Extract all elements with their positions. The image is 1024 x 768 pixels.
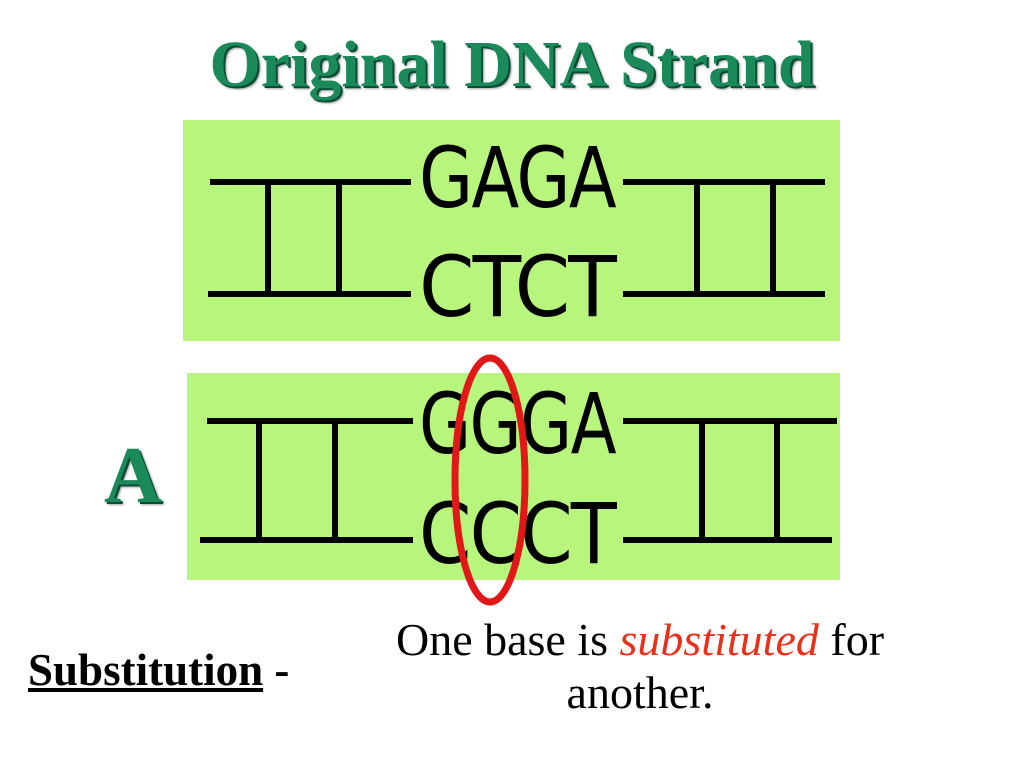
mutation-label: A	[104, 432, 162, 520]
slide-title: Original DNA Strand	[209, 28, 815, 101]
original-strand-diagram: GAGA CTCT	[208, 129, 825, 336]
definition-text-before: One base is	[395, 614, 620, 665]
term-word: Substitution	[28, 645, 264, 695]
mutant-top-bases: GGGA	[419, 375, 616, 473]
original-top-bases: GAGA	[419, 129, 616, 227]
mutant-strand-diagram: GGGA CCCT	[200, 375, 837, 580]
mutant-bottom-bases: CCCT	[419, 485, 617, 580]
original-bottom-bases: CTCT	[419, 238, 618, 336]
definition-emphasis: substituted	[619, 614, 819, 665]
definition-text-after: for another.	[566, 614, 885, 718]
original-strand-panel: GAGA CTCT	[183, 120, 840, 341]
term-separator: -	[263, 645, 290, 695]
definition-text: One base is substituted for another.	[330, 614, 950, 720]
mutant-strand-panel: GGGA CCCT	[187, 373, 840, 580]
definition-term: Substitution -	[28, 648, 289, 693]
